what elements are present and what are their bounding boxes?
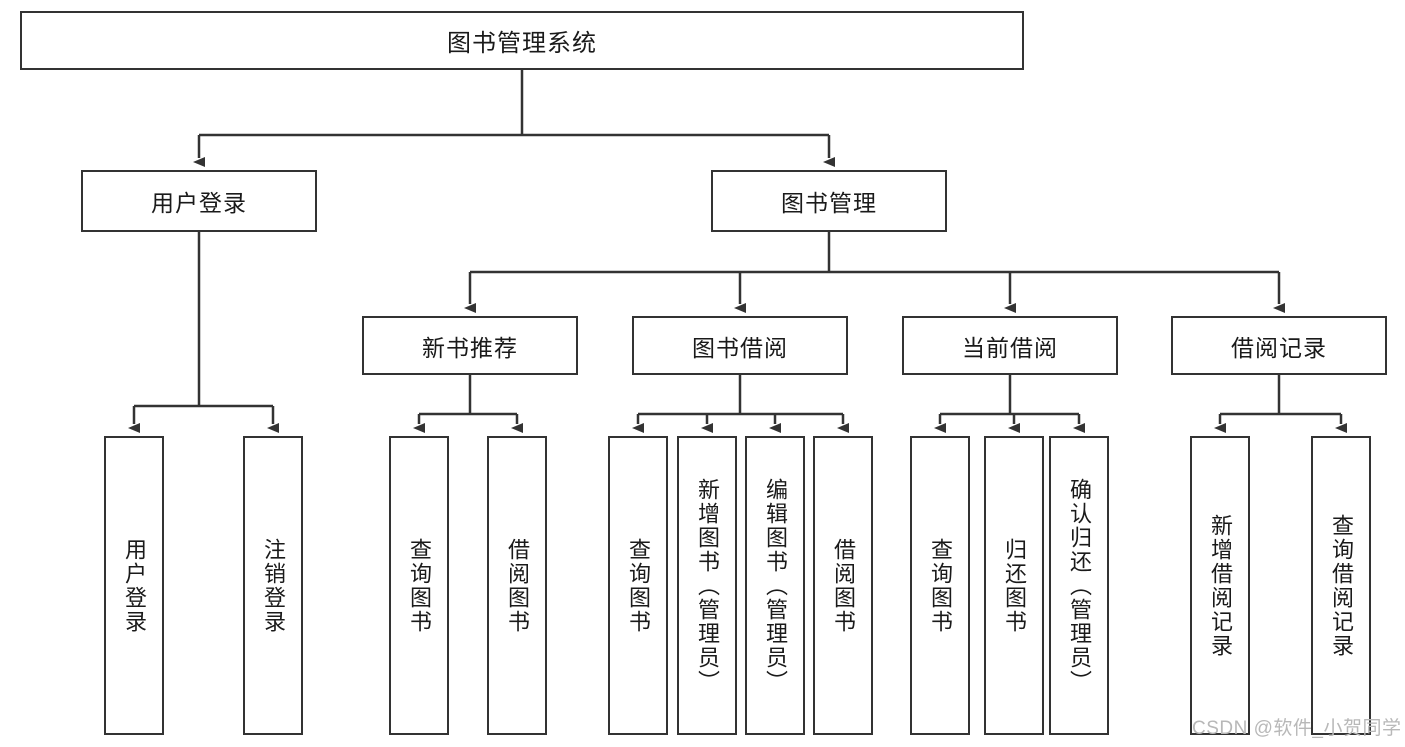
- node-leaf-user-login[interactable]: 用户登录: [104, 436, 164, 735]
- node-leaf-query-book-1[interactable]: 查询图书: [389, 436, 449, 735]
- node-label: 归还图书: [1002, 537, 1027, 634]
- node-leaf-confirm-return[interactable]: 确认归还（管理员）: [1049, 436, 1109, 735]
- node-label: 用户登录: [151, 190, 247, 216]
- node-label: 编辑图书（管理员）: [763, 477, 788, 694]
- node-label: 新增图书（管理员）: [695, 477, 720, 694]
- node-label: 图书管理系统: [447, 30, 597, 57]
- node-leaf-borrow-book-1[interactable]: 借阅图书: [487, 436, 547, 735]
- node-label: 借阅记录: [1231, 334, 1327, 361]
- node-user-login[interactable]: 用户登录: [81, 170, 317, 232]
- node-label: 确认归还（管理员）: [1067, 477, 1092, 694]
- node-book-management[interactable]: 图书管理: [711, 170, 947, 232]
- node-label: 查询图书: [626, 537, 651, 634]
- node-book-borrow[interactable]: 图书借阅: [632, 316, 848, 375]
- node-root[interactable]: 图书管理系统: [20, 11, 1024, 70]
- node-leaf-borrow-book-2[interactable]: 借阅图书: [813, 436, 873, 735]
- node-leaf-return-book[interactable]: 归还图书: [984, 436, 1044, 735]
- node-leaf-logout[interactable]: 注销登录: [243, 436, 303, 735]
- node-label: 注销登录: [261, 537, 286, 634]
- node-current-borrow[interactable]: 当前借阅: [902, 316, 1118, 375]
- node-leaf-edit-book[interactable]: 编辑图书（管理员）: [745, 436, 805, 735]
- node-label: 查询图书: [407, 537, 432, 634]
- node-leaf-query-book-2[interactable]: 查询图书: [608, 436, 668, 735]
- node-label: 查询图书: [928, 537, 953, 634]
- node-label: 借阅图书: [831, 537, 856, 634]
- node-label: 图书借阅: [692, 334, 788, 361]
- node-label: 图书管理: [781, 190, 877, 216]
- node-label: 新书推荐: [422, 334, 518, 361]
- node-label: 用户登录: [122, 537, 147, 634]
- node-leaf-query-book-3[interactable]: 查询图书: [910, 436, 970, 735]
- node-new-book-recommend[interactable]: 新书推荐: [362, 316, 578, 375]
- node-leaf-add-record[interactable]: 新增借阅记录: [1190, 436, 1250, 735]
- node-label: 借阅图书: [505, 537, 530, 634]
- node-leaf-add-book[interactable]: 新增图书（管理员）: [677, 436, 737, 735]
- node-label: 当前借阅: [962, 334, 1058, 361]
- node-leaf-query-record[interactable]: 查询借阅记录: [1311, 436, 1371, 735]
- node-label: 查询借阅记录: [1329, 513, 1354, 658]
- node-label: 新增借阅记录: [1208, 513, 1233, 658]
- node-borrow-record[interactable]: 借阅记录: [1171, 316, 1387, 375]
